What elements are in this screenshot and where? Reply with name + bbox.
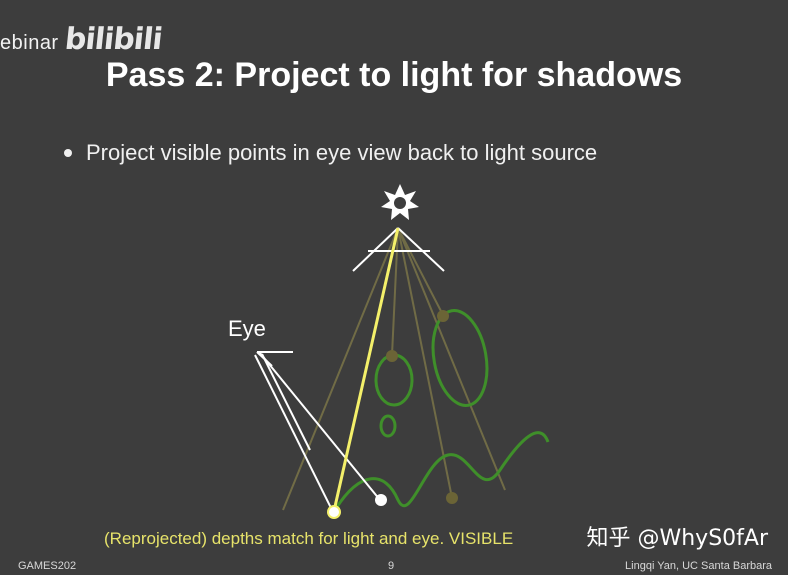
eye-sample-point [375, 494, 387, 506]
faded-ray-right-b [397, 227, 453, 499]
footer-author: Lingqi Yan, UC Santa Barbara [625, 560, 772, 572]
caption-text: (Reprojected) depths match for light and… [104, 529, 514, 548]
footer-page-number: 9 [388, 560, 395, 572]
slide-footer: GAMES202 9 Lingqi Yan, UC Santa Barbara [0, 558, 788, 575]
ellipse-medium [374, 353, 414, 407]
bullet-text: Project visible points in eye view back … [86, 140, 598, 165]
faded-light-rays [282, 227, 506, 511]
light-point-ground [446, 492, 458, 504]
faded-ray-far-right [397, 227, 506, 491]
footer-course: GAMES202 [18, 560, 77, 572]
ellipse-large [431, 309, 489, 407]
visible-point [327, 505, 341, 519]
eye-label: Eye [228, 316, 266, 341]
slide-title: Pass 2: Project to light for shadows [105, 56, 683, 94]
ground-curve [333, 431, 550, 511]
faded-ray-right-a [397, 227, 444, 316]
faded-ray-object [391, 227, 399, 356]
bullet-point: Project visible points in eye view back … [64, 140, 597, 166]
bullet-dot-icon [64, 149, 72, 157]
brand-watermark: ebinar bilibili [0, 22, 163, 57]
zhihu-watermark: 知乎 @WhyS0fAr [586, 526, 768, 551]
light-source-icon [381, 184, 419, 220]
eye-ray-b [259, 352, 381, 501]
scene-objects [333, 309, 550, 511]
light-frustum [352, 227, 445, 272]
ellipse-small [379, 414, 397, 438]
light-point-object [386, 350, 398, 362]
faded-ray-left [282, 227, 399, 511]
eye-frustum [254, 351, 381, 513]
eye-ray-a [254, 354, 334, 513]
light-point-top [437, 310, 449, 322]
reprojected-ray [332, 227, 400, 512]
brand-prefix: ebinar [0, 32, 59, 54]
